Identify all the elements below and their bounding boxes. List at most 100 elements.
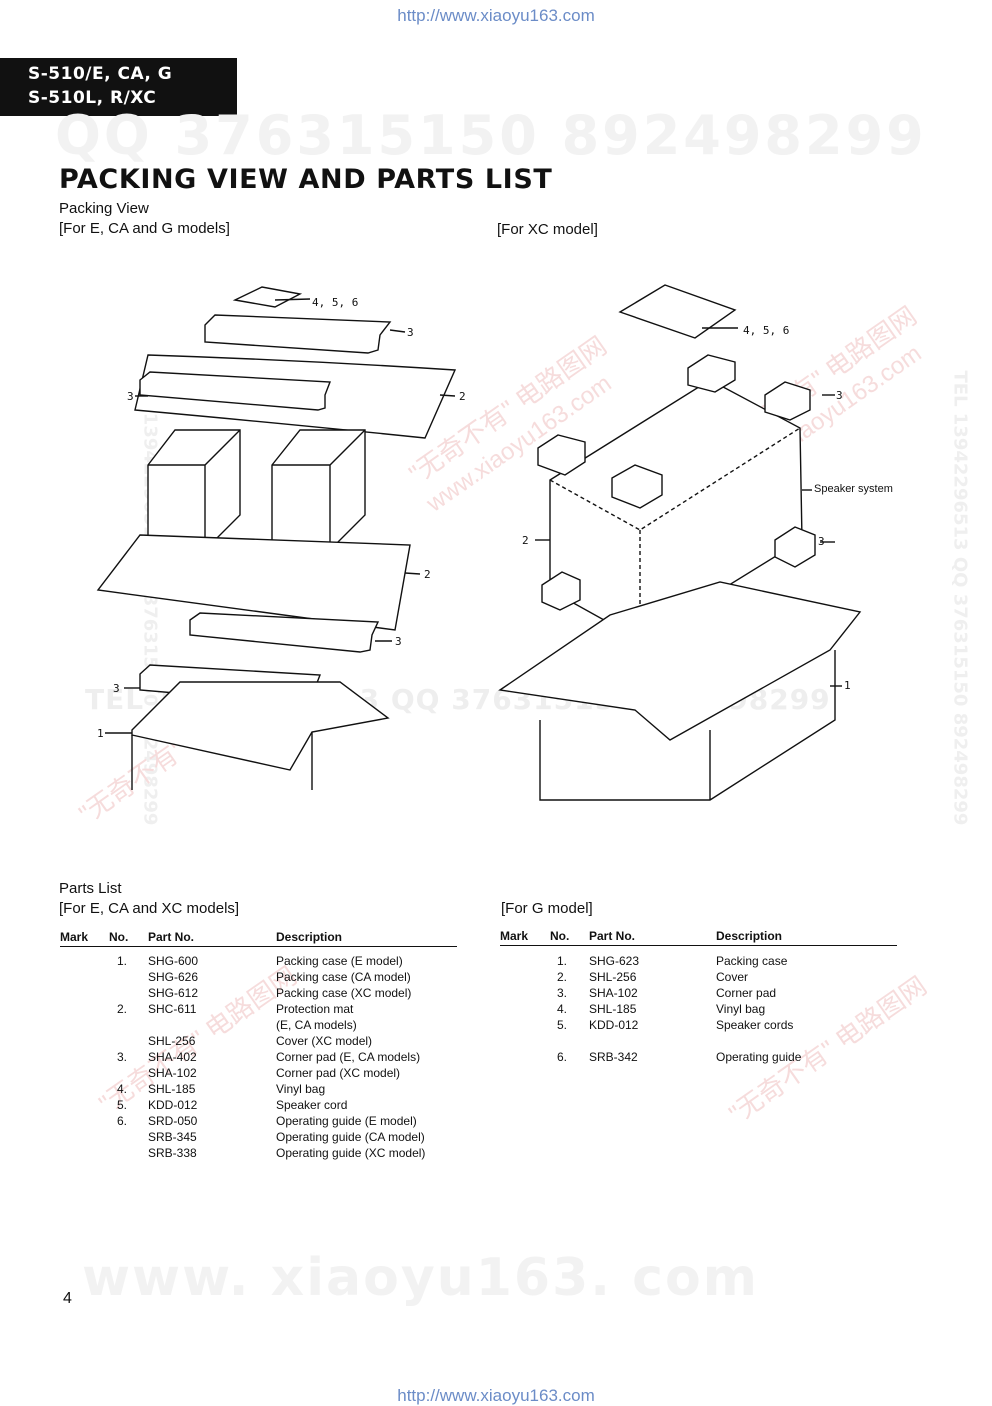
- table-row-no-cell: 1.: [117, 954, 128, 968]
- table-row-part-cell: SHL-256: [589, 970, 637, 984]
- carton-flaps-shape: [498, 581, 862, 741]
- table-row-part-cell: SHA-402: [148, 1050, 197, 1064]
- table-row-no-cell: 4.: [117, 1082, 128, 1096]
- carton-flaps-shape: [131, 681, 390, 771]
- table-row-part-cell: SRB-345: [148, 1130, 197, 1144]
- table-row-part-cell: KDD-012: [148, 1098, 198, 1112]
- table-row-part-cell: SHA-102: [148, 1066, 197, 1080]
- table-row-part-cell: SRB-342: [589, 1050, 638, 1064]
- table-row-no-cell: 6.: [117, 1114, 128, 1128]
- parts-right-caption: [For G model]: [501, 900, 593, 917]
- model-line-2: S-510L, R/XC: [28, 88, 157, 108]
- speaker-box-right-shape: [271, 429, 366, 551]
- speaker-edges-right: [272, 429, 366, 550]
- table-row-desc-cell: Vinyl bag: [276, 1082, 326, 1096]
- table-row-part-cell: SHC-611: [148, 1002, 197, 1016]
- corner-pad-top-right: [764, 381, 811, 421]
- vinyl-bag-shape: [232, 286, 303, 308]
- leader-line: [274, 298, 311, 301]
- table-row-desc-cell: Operating guide: [716, 1050, 802, 1064]
- callout-3-top-left: 3: [407, 326, 414, 339]
- table-row-desc-cell: Corner pad (XC model): [276, 1066, 401, 1080]
- packing-view-ecag-drawing: [96, 286, 457, 790]
- table-row-no-cell: 2.: [557, 970, 568, 984]
- col-partno-left: Part No.: [148, 930, 195, 944]
- page-title: PACKING VIEW AND PARTS LIST: [59, 164, 553, 195]
- corner-pad-top-left: [537, 434, 586, 476]
- callout-3-top-right: 3: [836, 389, 843, 402]
- callout-4-5-6-right: 4, 5, 6: [743, 324, 790, 337]
- callout-3-bottom-right: 3: [818, 535, 825, 548]
- table-row-part-cell: SHG-612: [148, 986, 199, 1000]
- model-line-1: S-510/E, CA, G: [28, 64, 173, 84]
- packing-view-xc-drawing: [498, 284, 862, 801]
- page-number: 4: [63, 1290, 72, 1307]
- col-description-right: Description: [716, 929, 783, 943]
- table-row-desc-cell: Corner pad: [716, 986, 777, 1000]
- watermark-qq: QQ 376315150 892498299: [55, 104, 927, 167]
- callout-1-right: 1: [844, 679, 851, 692]
- leader-line: [404, 572, 421, 575]
- table-row-part-cell: SRB-338: [148, 1146, 197, 1160]
- table-row-desc-cell: Operating guide (E model): [276, 1114, 417, 1128]
- vinyl-bag-shape: [618, 284, 737, 339]
- protection-mat-lower-shape: [96, 534, 411, 631]
- speaker-box-left-shape: [147, 429, 241, 551]
- corner-pad-bottom-right: [774, 526, 816, 568]
- upper-corner-pad-shape: [139, 371, 331, 411]
- leader-line: [389, 329, 406, 333]
- table-divider-left: [60, 946, 457, 947]
- callout-3-bottom-left: 3: [113, 682, 120, 695]
- table-row-desc-cell: Speaker cords: [716, 1018, 794, 1032]
- carton-edges: [131, 732, 313, 790]
- table-row-no-cell: 3.: [117, 1050, 128, 1064]
- callout-1-left: 1: [97, 727, 104, 740]
- table-row-part-cell: SHL-185: [148, 1082, 196, 1096]
- leader-line: [439, 394, 456, 397]
- table-row-desc-cell: Vinyl bag: [716, 1002, 766, 1016]
- col-description-left: Description: [276, 930, 343, 944]
- table-row-desc-cell: Packing case (XC model): [276, 986, 412, 1000]
- table-row-desc-cell: Packing case: [716, 954, 788, 968]
- table-row-desc-cell: Cover: [716, 970, 749, 984]
- table-row-desc-cell: Cover (XC model): [276, 1034, 373, 1048]
- packing-right-caption: [For XC model]: [497, 221, 598, 238]
- table-row-no-cell: 1.: [557, 954, 568, 968]
- table-row-part-cell: SHL-185: [589, 1002, 637, 1016]
- table-row-desc-cell: Operating guide (XC model): [276, 1146, 426, 1160]
- col-mark-left: Mark: [60, 930, 89, 944]
- carton-edges: [539, 650, 836, 801]
- table-row-part-cell: SHL-256: [148, 1034, 196, 1048]
- table-row-part-cell: SHG-623: [589, 954, 640, 968]
- callout-2-right: 2: [522, 534, 529, 547]
- table-row-no-cell: 5.: [117, 1098, 128, 1112]
- table-row-desc-cell: Packing case (CA model): [276, 970, 411, 984]
- col-no-left: No.: [109, 930, 129, 944]
- col-no-right: No.: [550, 929, 570, 943]
- top-url-link[interactable]: http://www.xiaoyu163.com: [397, 6, 595, 25]
- corner-pad-top-back: [687, 354, 736, 393]
- corner-pad-bottom-left: [541, 571, 581, 611]
- corner-pad-top-front: [611, 464, 663, 509]
- packing-left-caption: [For E, CA and G models]: [59, 220, 230, 237]
- table-row-desc-cell: (E, CA models): [276, 1018, 357, 1032]
- callout-2-lower-left: 2: [424, 568, 431, 581]
- top-corner-pad-shape: [204, 314, 392, 354]
- table-row-desc-cell: Speaker cord: [276, 1098, 348, 1112]
- parts-left-caption: [For E, CA and XC models]: [59, 900, 240, 917]
- col-partno-right: Part No.: [589, 929, 636, 943]
- watermark-bottom: www. xiaoyu163. com: [82, 1248, 759, 1308]
- speaker-edges-left: [148, 429, 241, 550]
- table-row-desc-cell: Operating guide (CA model): [276, 1130, 425, 1144]
- table-row-no-cell: 3.: [557, 986, 568, 1000]
- table-row-no-cell: 5.: [557, 1018, 568, 1032]
- table-row-part-cell: KDD-012: [589, 1018, 639, 1032]
- callout-2-upper-left: 2: [459, 390, 466, 403]
- callout-4-5-6-left: 4, 5, 6: [312, 296, 359, 309]
- table-row-no-cell: 2.: [117, 1002, 128, 1016]
- parts-list-heading: Parts List: [59, 880, 122, 897]
- bottom-url-link[interactable]: http://www.xiaoyu163.com: [397, 1386, 595, 1405]
- packing-view-heading: Packing View: [59, 200, 149, 217]
- model-badge: S-510/E, CA, G S-510L, R/XC: [0, 58, 237, 116]
- lower-corner-pad-shape: [189, 612, 380, 653]
